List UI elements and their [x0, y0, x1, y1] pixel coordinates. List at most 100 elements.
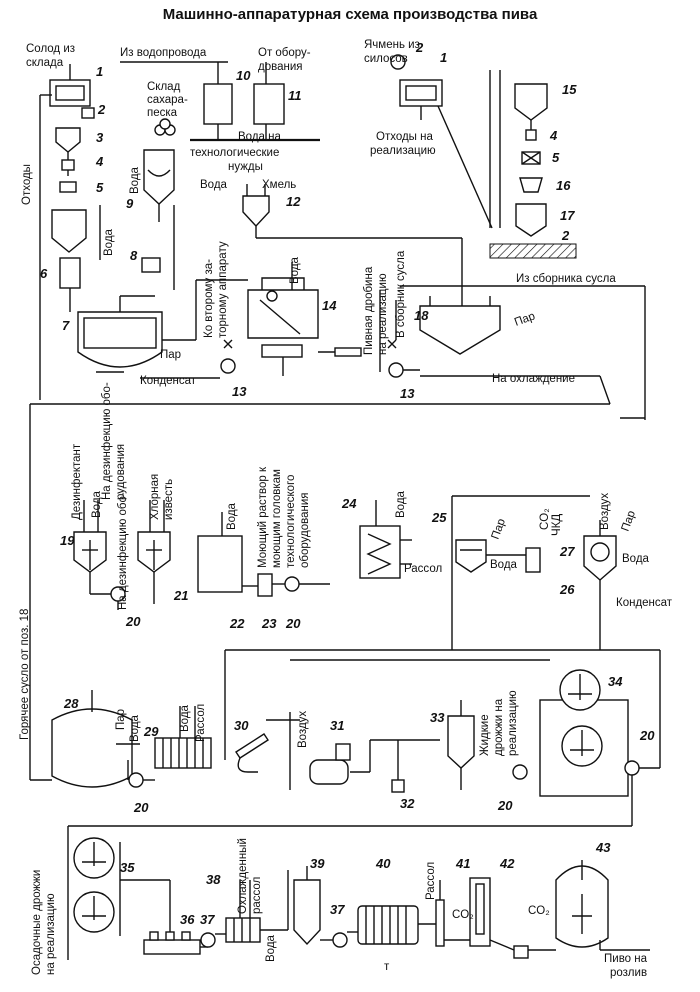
num-8: 8 — [130, 248, 138, 263]
equipment-26-co2-trap — [525, 547, 541, 573]
label-sklad-1: Склад — [147, 81, 181, 93]
equipment-30-air-filter — [235, 733, 269, 759]
label-pivo-1: Пиво на — [604, 953, 648, 965]
label-zhidkie-3: реализацию — [507, 690, 519, 756]
equipment-31-aerator — [309, 759, 349, 785]
equipment-5-valve — [59, 181, 77, 193]
num-28: 28 — [63, 696, 79, 711]
num-37a: 37 — [200, 912, 215, 927]
label-dezinf-obor-2: рудования — [115, 444, 127, 500]
label-hmel: Хмель — [262, 179, 296, 191]
equipment-11-water-tank — [253, 83, 285, 125]
num-1a: 1 — [96, 64, 103, 79]
label-na-dezinf-2: На дезинфекцию обо- — [117, 492, 129, 610]
equipment-37-pump-a — [200, 932, 216, 948]
diagram-title: Машинно-аппаратурная схема производства … — [162, 6, 538, 23]
num-20e: 20 — [639, 728, 655, 743]
equipment-20-pump-c — [128, 772, 144, 788]
label-kondensat-2: Конденсат — [616, 597, 673, 609]
label-par-4: Пар — [620, 509, 638, 533]
label-othody: Отходы — [21, 164, 33, 205]
equipment-29-plate-heat-exchanger — [154, 737, 212, 769]
label-voda-7: Вода — [395, 490, 407, 518]
label-voda-nuzhdy-2: технологические — [190, 147, 279, 159]
equipment-6-crusher — [59, 257, 81, 289]
equipment-20-pump-e — [624, 760, 640, 776]
num-20a: 20 — [125, 614, 141, 629]
equipment-1-inner — [55, 85, 85, 101]
num-20d: 20 — [497, 798, 513, 813]
section-lagering-and-filtration — [73, 837, 650, 959]
num-2c: 2 — [561, 228, 570, 243]
equipment-20-pump-d — [512, 764, 528, 780]
num-13b: 13 — [400, 386, 415, 401]
label-chkd: ЧКД — [551, 514, 563, 536]
label-dezinfektant: Дезинфектант — [71, 443, 83, 520]
label-par-1: Пар — [513, 310, 537, 328]
label-osadochnye-2: на реализацию — [45, 893, 57, 975]
label-kondensat-1: Конденсат — [140, 375, 197, 387]
equipment-40-plate-filter — [357, 905, 419, 945]
label-moyuschiy-4: оборудования — [299, 493, 311, 569]
num-32: 32 — [400, 796, 415, 811]
equipment-37-pump-b — [332, 932, 348, 948]
equipment-2-barley-feeder — [390, 54, 406, 70]
equipment-41-carbonator — [435, 899, 445, 947]
num-36: 36 — [180, 912, 195, 927]
label-iz-sbornika: Из сборника сусла — [516, 273, 616, 285]
label-voda-1: Вода — [103, 228, 115, 256]
label-moyuschiy-3: технологического — [285, 475, 297, 568]
num-13a: 13 — [232, 384, 247, 399]
label-co2-2: CO₂ — [452, 909, 474, 921]
equipment-39-kieselguhr-filter — [293, 879, 321, 946]
label-rassol-3: Рассол — [425, 862, 437, 900]
equipment-3-hopper — [55, 127, 81, 153]
num-18: 18 — [414, 308, 429, 323]
label-ohlazhd-2: рассол — [251, 877, 263, 914]
label-ko-vtoromu-1: Ко второму за- — [203, 259, 215, 338]
label-hlornaya-1: Хлорная — [149, 474, 161, 520]
num-11: 11 — [288, 88, 302, 103]
label-moyuschiy-2: моющим головкам — [271, 469, 283, 568]
label-t: т — [384, 961, 390, 973]
label-solod-1: Солод из — [26, 43, 75, 55]
label-na-ohlazhdenie: На охлаждение — [492, 373, 575, 385]
label-zhidkie-1: Жидкие — [479, 714, 491, 756]
equipment-10-water-tank — [203, 83, 233, 125]
label-par-2: Пар — [160, 349, 181, 361]
label-ohlazhd-1: Охлажденный — [237, 838, 249, 914]
equipment-23-heater — [257, 573, 273, 597]
label-ko-vtoromu-2: торному аппарату — [217, 241, 229, 338]
num-9: 9 — [126, 196, 134, 211]
num-14: 14 — [322, 298, 337, 313]
label-othody-realiz-1: Отходы на — [376, 131, 433, 143]
equipment-drobina-pump — [334, 347, 362, 357]
equipment-16-scale — [519, 177, 543, 193]
section-wort-cooling-and-fermentation — [51, 650, 661, 797]
num-33: 33 — [430, 710, 445, 725]
equipment-4 — [61, 159, 75, 171]
num-35: 35 — [120, 860, 135, 875]
equipment-42-carbonation-column — [469, 877, 491, 947]
equipment-9-sugar-dissolver — [143, 149, 175, 205]
num-25: 25 — [431, 510, 447, 525]
num-15: 15 — [562, 82, 577, 97]
label-vozduh-1: Воздух — [599, 493, 611, 530]
label-co2-1: CO₂ — [539, 508, 551, 530]
num-20b: 20 — [285, 616, 301, 631]
label-othody-realiz-2: реализацию — [370, 145, 436, 157]
label-ot-oborudovaniya-1: От обору- — [258, 47, 311, 59]
label-rassol-2: Рассол — [195, 704, 207, 742]
equipment-17-mill — [515, 203, 547, 237]
num-38: 38 — [206, 872, 221, 887]
num-27: 27 — [559, 544, 575, 559]
num-21: 21 — [173, 588, 188, 603]
num-4a: 4 — [95, 154, 104, 169]
equipment-13-pump-b — [388, 362, 404, 378]
equipment-13-pump-a — [220, 358, 236, 374]
text-labels: Солод из склада Отходы Вода Из водопрово… — [19, 39, 673, 979]
num-2a: 2 — [97, 102, 106, 117]
label-iz-vodoprovoda: Из водопровода — [120, 47, 207, 59]
label-yachmen-1: Ячмень из — [364, 39, 420, 51]
